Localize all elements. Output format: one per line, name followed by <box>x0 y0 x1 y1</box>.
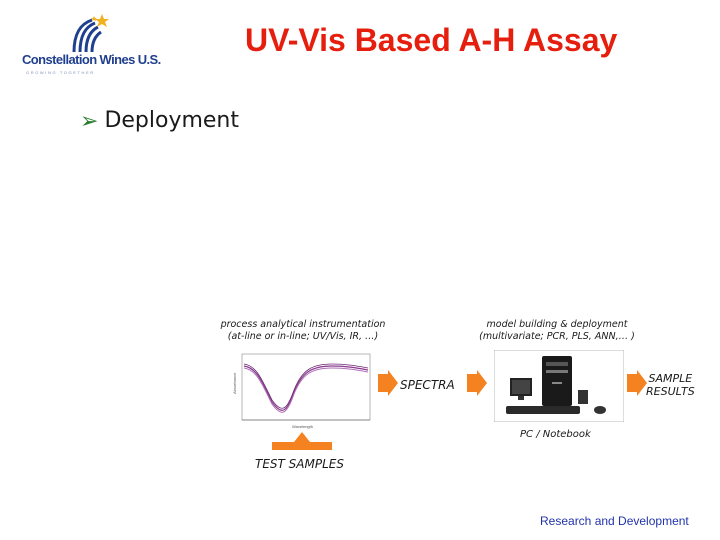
model-caption-line1: model building & deployment <box>486 319 628 330</box>
logo-text: Constellation Wines U.S. <box>22 52 161 67</box>
spectra-chart-image: Absorbance Wavelength <box>232 353 371 429</box>
logo-tagline: GROWING TOGETHER <box>26 70 95 75</box>
pc-computer-image <box>494 350 624 422</box>
model-caption-line2: (multivariate; PCR, PLS, ANN,… ) <box>479 330 635 342</box>
sample-results-line1: SAMPLE <box>648 372 693 385</box>
arrow-right-icon <box>467 370 487 396</box>
company-logo: Constellation Wines U.S. GROWING TOGETHE… <box>22 12 161 76</box>
sample-results-label: SAMPLE RESULTS <box>646 372 695 398</box>
bullet-item: ➢ Deployment <box>80 108 239 133</box>
test-samples-label: TEST SAMPLES <box>255 457 344 471</box>
bullet-arrow-icon: ➢ <box>80 107 99 133</box>
instrument-caption-line1: process analytical instrumentation <box>220 319 386 330</box>
arrow-right-icon <box>378 370 398 396</box>
svg-text:Wavelength: Wavelength <box>292 424 313 429</box>
model-caption: model building & deployment (multivariat… <box>472 319 642 343</box>
sample-results-line2: RESULTS <box>646 384 695 398</box>
page-title: UV-Vis Based A-H Assay <box>245 22 618 58</box>
arrow-right-icon <box>627 370 647 396</box>
spectra-label: SPECTRA <box>400 378 455 392</box>
pc-notebook-label: PC / Notebook <box>520 429 591 440</box>
svg-text:Absorbance: Absorbance <box>232 372 237 394</box>
logo-mark-icon <box>72 14 109 53</box>
instrument-caption-line2: (at-line or in-line; UV/Vis, IR, …) <box>227 330 379 342</box>
bullet-text: Deployment <box>104 108 240 133</box>
footer-text: Research and Development <box>540 514 689 528</box>
arrow-up-icon <box>272 432 332 450</box>
instrument-caption: process analytical instrumentation (at-l… <box>218 319 388 343</box>
